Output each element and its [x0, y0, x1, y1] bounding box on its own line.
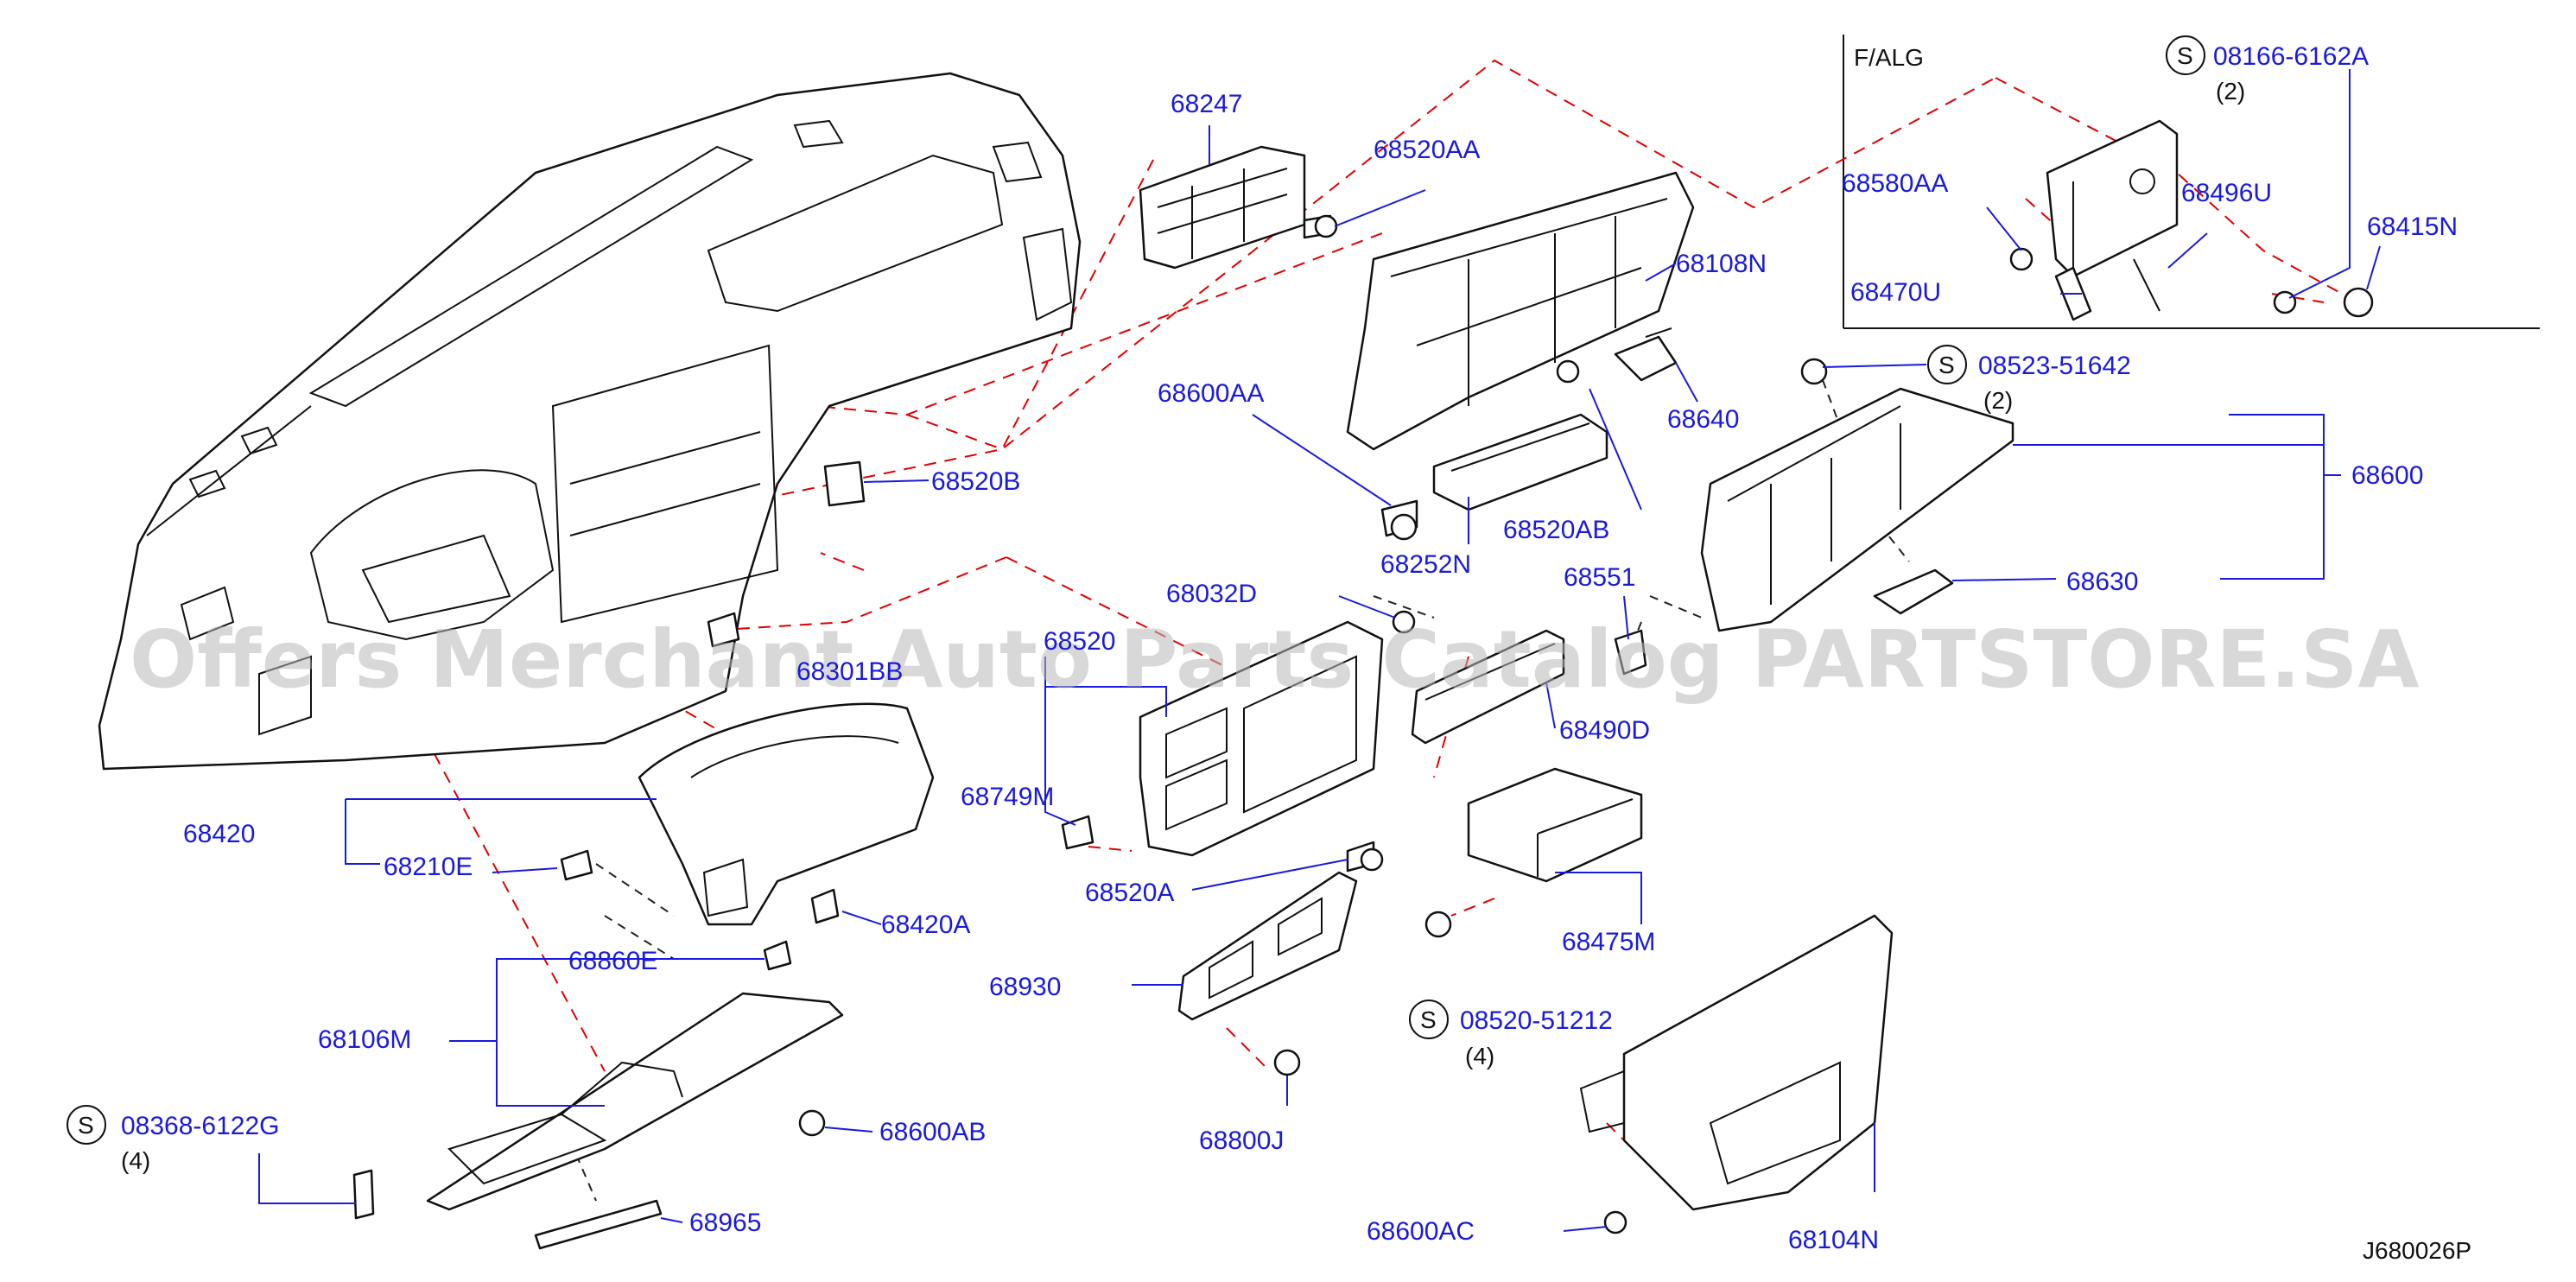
screw-symbol-circle	[1409, 1000, 1449, 1039]
label-68247[interactable]: 68247	[1171, 90, 1242, 118]
part-68551-plug	[1614, 629, 1647, 676]
screw-symbol: S	[1938, 352, 1955, 378]
inset-frame	[1843, 35, 2540, 329]
screw-qty: (2)	[1983, 387, 2013, 414]
part-68580AA-screw	[2009, 247, 2034, 271]
part-68415N-cap	[2343, 287, 2374, 318]
label-68415N[interactable]: 68415N	[2367, 213, 2458, 241]
screw-68520AA	[1303, 214, 1338, 239]
label-68106M[interactable]: 68106M	[318, 1025, 411, 1054]
part-68108N-duct	[1346, 171, 1695, 451]
part-68247-bracket	[1139, 145, 1306, 270]
label-68520AA[interactable]: 68520AA	[1374, 136, 1480, 164]
label-68470U[interactable]: 68470U	[1850, 278, 1941, 307]
label-68520[interactable]: 68520	[1044, 627, 1115, 656]
screw-callout-08368[interactable]: S 08368-6122G (4)	[67, 1105, 280, 1174]
label-68800J[interactable]: 68800J	[1199, 1127, 1284, 1155]
part-68210E-clip	[560, 849, 593, 881]
part-68749M-clip	[1061, 815, 1094, 850]
label-68496U[interactable]: 68496U	[2181, 179, 2272, 207]
screw-symbol-circle	[2166, 35, 2205, 75]
part-68490D-pocket	[1411, 629, 1565, 745]
label-68520B[interactable]: 68520B	[931, 467, 1020, 496]
part-68600AB-screw	[798, 1109, 826, 1137]
part-68965-strip	[534, 1199, 663, 1250]
label-68965[interactable]: 68965	[689, 1209, 761, 1237]
part-68032D-pin	[1392, 610, 1416, 634]
label-68104N[interactable]: 68104N	[1788, 1226, 1879, 1254]
part-68600-glove-box	[1700, 387, 2014, 632]
label-68490D[interactable]: 68490D	[1559, 716, 1650, 745]
label-68640[interactable]: 68640	[1667, 405, 1739, 434]
part-08523-screw	[1800, 358, 1828, 385]
label-68930[interactable]: 68930	[989, 973, 1061, 1001]
part-68860E-clip	[763, 940, 792, 971]
part-68520-center-bezel	[1139, 620, 1384, 857]
part-68800J-screw	[1273, 1049, 1301, 1076]
inset-title: F/ALG	[1854, 44, 1924, 71]
label-68252N[interactable]: 68252N	[1380, 550, 1471, 579]
label-68600[interactable]: 68600	[2351, 461, 2423, 490]
part-68600AC-screw	[1603, 1210, 1627, 1234]
label-68301BB[interactable]: 68301BB	[796, 657, 903, 686]
part-68106M-lower-cover	[426, 992, 844, 1211]
part-68475M-box	[1467, 767, 1643, 883]
part-08368-bolt	[352, 1169, 375, 1220]
part-68520B-clip	[823, 460, 866, 507]
part-68420-cluster-lid	[638, 702, 935, 926]
label-68551[interactable]: 68551	[1564, 563, 1635, 592]
label-68032D[interactable]: 68032D	[1166, 580, 1257, 608]
screw-symbol: S	[2177, 42, 2193, 69]
part-68496U-bracket	[2046, 119, 2179, 312]
part-68630-lock	[1873, 568, 1954, 615]
part-68420A-clip	[810, 888, 840, 924]
label-68600AC[interactable]: 68600AC	[1367, 1217, 1475, 1246]
screw-qty: (4)	[121, 1147, 150, 1174]
screw-callout-08523[interactable]: S 08523-51642 (2)	[1927, 345, 2131, 414]
label-68600AB[interactable]: 68600AB	[879, 1118, 986, 1146]
screw-number: 08368-6122G	[121, 1112, 280, 1140]
instrument-panel	[98, 72, 1082, 771]
screw-callout-08520[interactable]: S 08520-51212 (4)	[1409, 1000, 1613, 1069]
part-68520AB-tray	[1432, 359, 1608, 511]
label-68108N[interactable]: 68108N	[1676, 250, 1767, 278]
part-08166-screw	[2273, 290, 2297, 314]
part-68301BB-clip	[707, 612, 740, 648]
part-labels: 68247 68520AA 68108N 68640 68600AA 68520…	[183, 90, 2458, 1254]
screw-symbol: S	[1420, 1006, 1437, 1033]
screw-callout-08166[interactable]: S 08166-6162A (2)	[2166, 35, 2369, 105]
label-68749M[interactable]: 68749M	[961, 783, 1054, 811]
leader-lines	[258, 69, 2381, 1232]
label-68475M[interactable]: 68475M	[1562, 928, 1655, 956]
label-68860E[interactable]: 68860E	[568, 947, 657, 975]
screw-symbol-circle	[1927, 345, 1967, 384]
label-68420A[interactable]: 68420A	[881, 911, 970, 939]
label-68630[interactable]: 68630	[2066, 568, 2138, 596]
watermark: Offers Merchant Auto Parts Catalog PARTS…	[130, 613, 2420, 706]
label-68420[interactable]: 68420	[183, 820, 255, 848]
screw-qty: (2)	[2216, 78, 2245, 105]
label-68520A[interactable]: 68520A	[1085, 879, 1174, 907]
screw-qty: (4)	[1465, 1043, 1494, 1069]
label-68210E[interactable]: 68210E	[384, 853, 473, 881]
screw-number: 08520-51212	[1460, 1006, 1613, 1035]
part-68640-clip	[1614, 327, 1678, 382]
part-68252N-screw	[1380, 499, 1418, 541]
label-68580AA[interactable]: 68580AA	[1842, 169, 1948, 198]
screw-number: 08523-51642	[1978, 352, 2131, 380]
part-68930-lower-bezel	[1177, 871, 1358, 1021]
part-68104N-lower-panel	[1579, 914, 1894, 1211]
diagram-code: J680026P	[2363, 1237, 2471, 1264]
label-68600AA[interactable]: 68600AA	[1158, 379, 1264, 408]
screw-number: 08166-6162A	[2213, 42, 2369, 71]
label-68520AB[interactable]: 68520AB	[1503, 516, 1609, 544]
part-08520-screw	[1424, 911, 1452, 938]
part-68520A-screw	[1346, 841, 1384, 873]
screw-symbol-circle	[67, 1105, 106, 1145]
screw-symbol: S	[78, 1112, 94, 1139]
